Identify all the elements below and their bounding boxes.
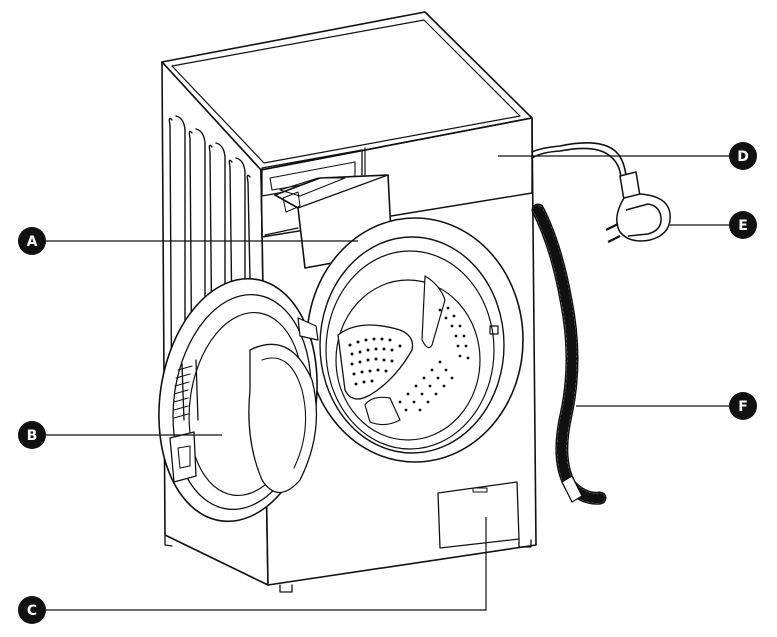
door-ribs [173, 359, 199, 421]
callout-badge-d: D [729, 142, 757, 170]
door-lock-indicator [489, 325, 499, 335]
callout-label-e: E [738, 218, 748, 234]
power-cord [531, 142, 627, 179]
drain-hose [531, 203, 607, 505]
door-hinge [297, 317, 319, 341]
callout-badge-e: E [729, 211, 757, 239]
open-door [158, 277, 319, 523]
door-bezel [306, 217, 524, 463]
callout-label-f: F [738, 399, 748, 415]
control-panel-strip [260, 117, 533, 238]
callout-label-d: D [737, 149, 749, 165]
drum [335, 275, 481, 441]
drum-perforations [348, 306, 470, 412]
callout-badge-b: B [18, 421, 46, 449]
drum-paddle [337, 324, 414, 400]
washing-machine-illustration [158, 11, 537, 593]
callout-label-b: B [27, 428, 38, 444]
leader-line-c [46, 517, 487, 611]
callout-badge-c: C [18, 596, 46, 624]
callout-badge-f: F [729, 392, 757, 420]
callout-label-a: A [27, 234, 38, 250]
rating-label-panel [437, 481, 520, 549]
power-plug [605, 171, 671, 243]
callout-leader-lines [46, 155, 729, 611]
callout-badge-a: A [18, 227, 46, 255]
machine-feet [164, 534, 532, 593]
door-handle [169, 431, 197, 483]
callout-label-c: C [27, 603, 37, 619]
top-panel-inner-edge [171, 19, 521, 164]
